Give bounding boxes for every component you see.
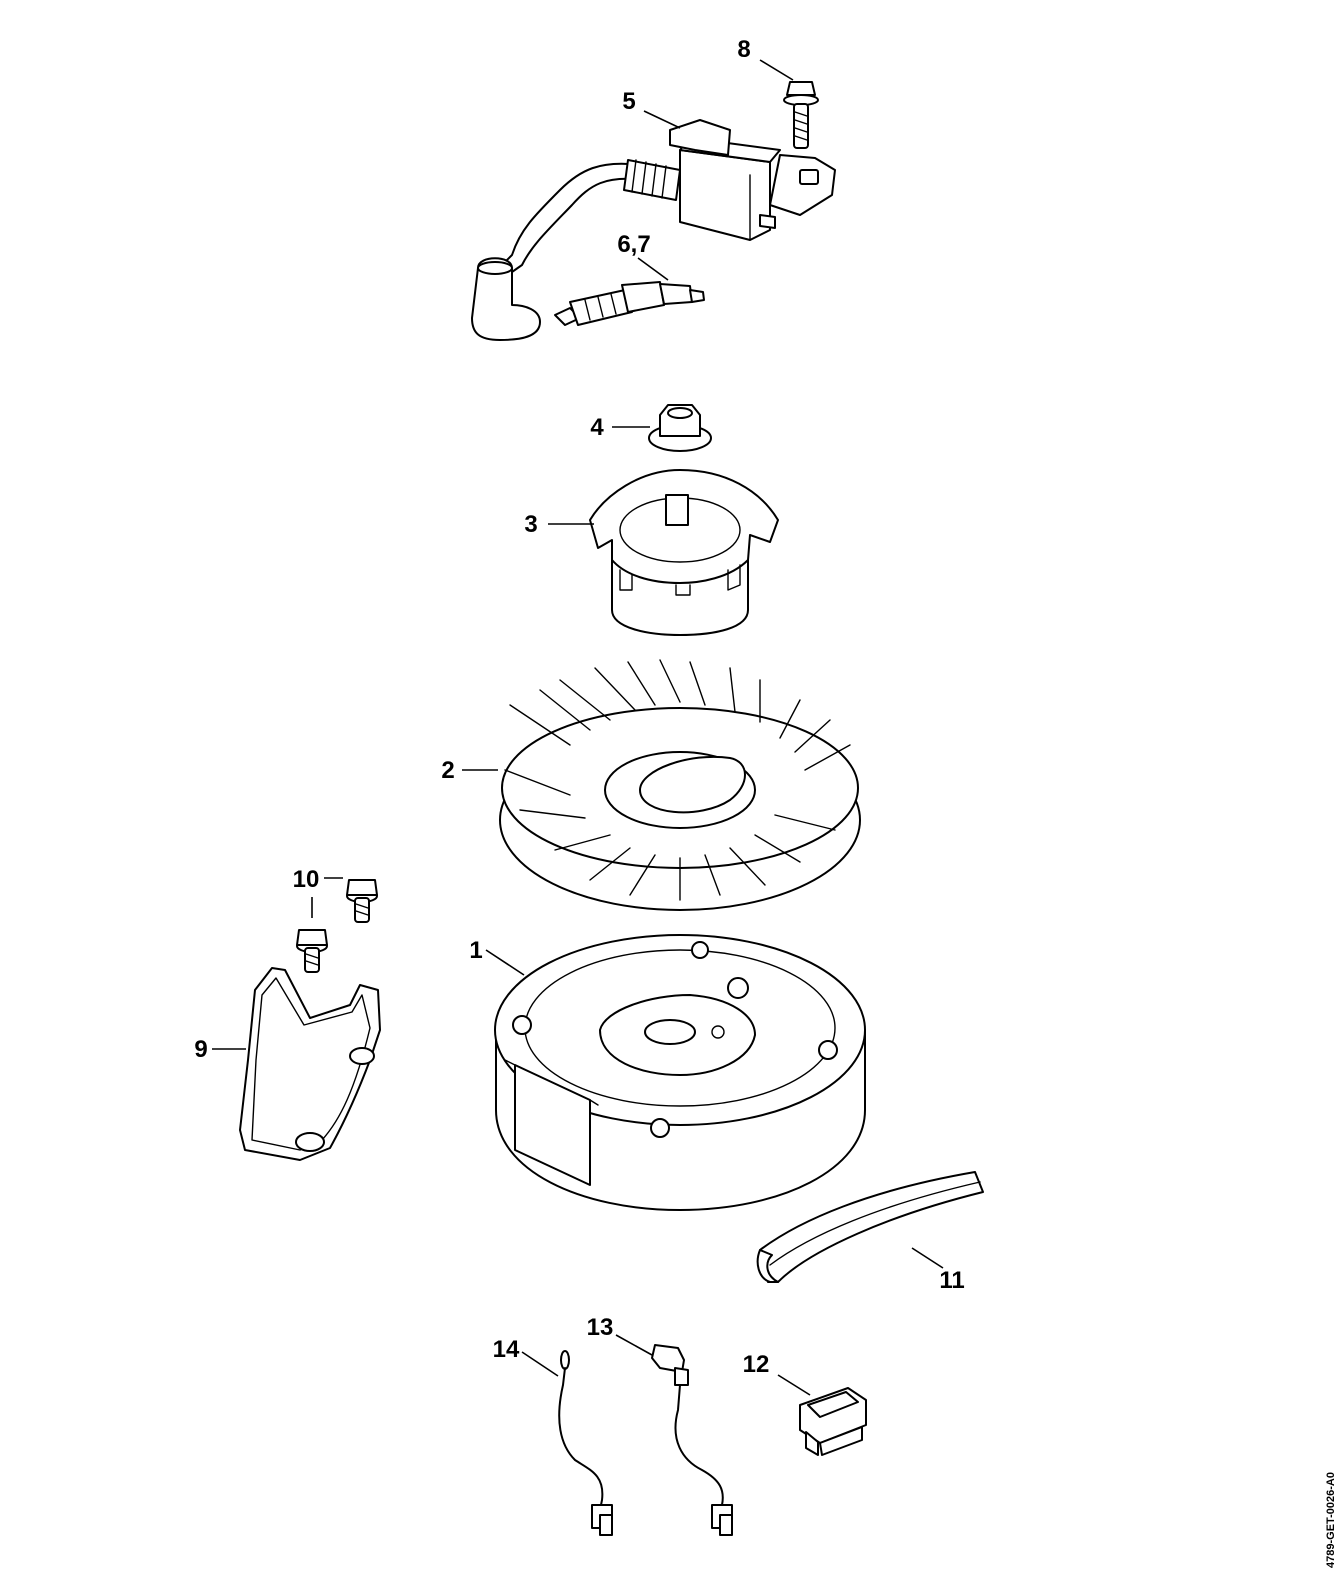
callout-10: 10 <box>293 866 320 893</box>
part-1-flywheel[interactable] <box>494 934 866 1211</box>
part-9-bracket[interactable] <box>239 967 381 1161</box>
callout-2: 2 <box>441 757 454 784</box>
leader-lines <box>212 59 944 1396</box>
callout-12: 12 <box>743 1351 770 1378</box>
part-4-flange-nut[interactable] <box>648 404 712 452</box>
part-6-7-spark-plug[interactable] <box>554 281 705 326</box>
callout-8: 8 <box>737 36 750 63</box>
part-12-rocker-switch[interactable] <box>799 1387 867 1456</box>
callouts: 8 5 6,7 4 3 2 1 10 9 11 12 13 14 <box>194 36 964 1378</box>
callout-9: 9 <box>194 1036 207 1063</box>
part-2-cooling-fan[interactable] <box>499 659 861 911</box>
part-8-bolt[interactable] <box>783 81 819 149</box>
callout-13: 13 <box>587 1314 614 1341</box>
callout-11: 11 <box>939 1267 964 1294</box>
part-3-starter-cup[interactable] <box>589 469 779 636</box>
part-13-connector-wire[interactable] <box>651 1344 733 1536</box>
document-id: 4789-GET-0026-A0 <box>1325 1472 1337 1568</box>
callout-1: 1 <box>469 937 482 964</box>
callout-6-7: 6,7 <box>617 231 650 258</box>
callout-3: 3 <box>524 511 537 538</box>
part-14-wire[interactable] <box>558 1350 613 1536</box>
part-10-screw-lower[interactable] <box>296 929 328 973</box>
part-11-cover-strip[interactable] <box>756 1171 984 1283</box>
callout-5: 5 <box>622 88 635 115</box>
callout-4: 4 <box>590 414 604 441</box>
part-5-ignition-coil[interactable] <box>471 119 836 341</box>
part-10-screw-upper[interactable] <box>346 879 378 923</box>
callout-14: 14 <box>493 1336 520 1363</box>
